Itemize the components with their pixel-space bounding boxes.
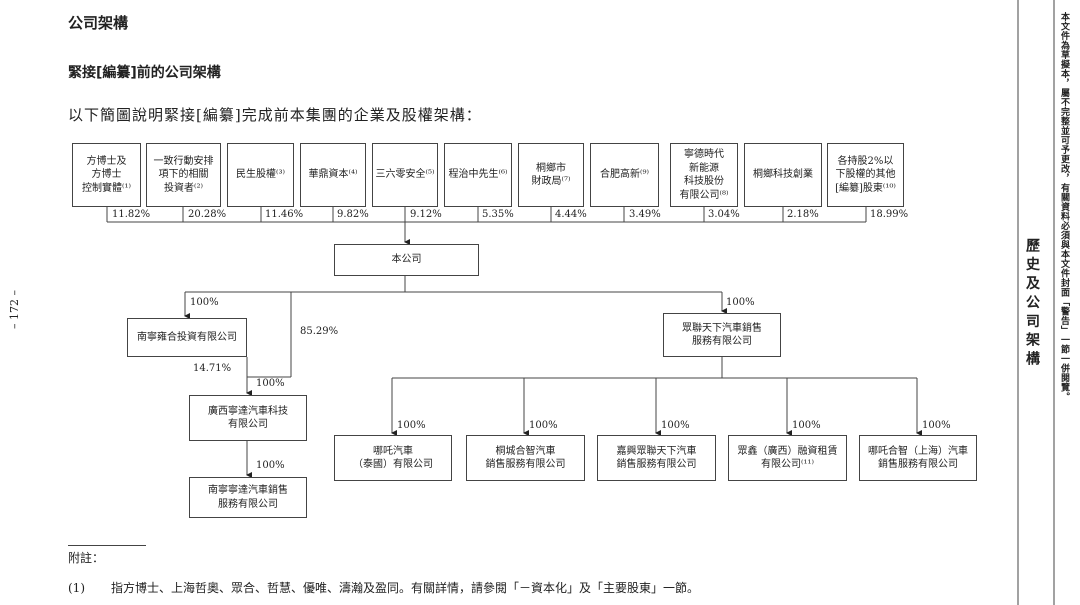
shareholder-box: 三六零安全⁽⁵⁾ (372, 143, 438, 207)
section-heading: 公司架構 (68, 14, 129, 32)
shareholding-pct: 5.35% (482, 209, 514, 220)
shareholder-box: 桐鄉市 財政局⁽⁷⁾ (518, 143, 584, 207)
subsidiary-box: 眾鑫（廣西）融資租賃 有限公司⁽¹¹⁾ (728, 435, 847, 481)
company-box: 本公司 (334, 244, 479, 276)
notes-divider (68, 545, 146, 546)
notes-label: 附註： (68, 551, 105, 565)
ownership-pct: 100% (661, 420, 690, 431)
intro-text: 以下簡圖說明緊接[編纂]完成前本集團的企業及股權架構： (68, 106, 482, 124)
shareholding-pct: 18.99% (870, 209, 909, 220)
note-number: (1) (68, 581, 85, 595)
shareholding-pct: 9.82% (337, 209, 369, 220)
shareholder-box: 程治中先生⁽⁶⁾ (444, 143, 512, 207)
shareholder-box: 桐鄉科技創業 (744, 143, 822, 207)
ownership-pct: 100% (529, 420, 558, 431)
subsidiary-box: 嘉興眾聯天下汽車 銷售服務有限公司 (597, 435, 716, 481)
draft-warning: 本文件為草擬本，屬不完整並可予更改，有關資料必須與本文件封面「警告」一節一併閱覽… (1059, 12, 1069, 402)
ownership-pct: 100% (256, 378, 285, 389)
subsidiary-box: 哪吒汽車 （泰國）有限公司 (334, 435, 452, 481)
subsidiary-box: 桐城合智汽車 銷售服務有限公司 (466, 435, 585, 481)
ownership-pct: 100% (190, 297, 219, 308)
shareholder-box: 各持股2%以 下股權的其他 [編纂]股東⁽¹⁰⁾ (827, 143, 904, 207)
shareholder-box: 合肥高新⁽⁹⁾ (590, 143, 659, 207)
shareholding-pct: 4.44% (555, 209, 587, 220)
note-text: 指方博士、上海哲奧、眾合、哲慧、優唯、濤瀚及盈同。有關詳情，請參閱「－資本化」及… (111, 581, 700, 595)
ownership-pct: 100% (726, 297, 755, 308)
subsidiary-box: 南寧雍合投資有限公司 (127, 318, 247, 357)
subsidiary-box: 哪吒合智（上海）汽車 銷售服務有限公司 (859, 435, 977, 481)
note-item: (1) 指方博士、上海哲奧、眾合、哲慧、優唯、濤瀚及盈同。有關詳情，請參閱「－資本… (68, 579, 725, 596)
subsidiary-box: 眾聯天下汽車銷售 服務有限公司 (663, 313, 781, 357)
ownership-pct: 100% (922, 420, 951, 431)
ownership-pct: 100% (256, 460, 285, 471)
shareholder-box: 方博士及 方博士 控制實體⁽¹⁾ (72, 143, 141, 207)
shareholder-box: 寧德時代 新能源 科技股份 有限公司⁽⁸⁾ (670, 143, 738, 207)
shareholder-box: 民生股權⁽³⁾ (227, 143, 294, 207)
ownership-pct: 100% (792, 420, 821, 431)
side-section-title: 歷 史 及 公 司 架 構 (1024, 238, 1040, 366)
subsidiary-box: 南寧寧達汽車銷售 服務有限公司 (189, 477, 307, 518)
shareholding-pct: 3.49% (629, 209, 661, 220)
page-number: – 172 – (8, 290, 21, 329)
shareholding-pct: 11.46% (265, 209, 304, 220)
shareholding-pct: 11.82% (112, 209, 151, 220)
shareholding-pct: 9.12% (410, 209, 442, 220)
shareholding-pct: 20.28% (188, 209, 227, 220)
ownership-pct: 85.29% (300, 326, 339, 337)
shareholder-box: 一致行動安排 項下的相關 投資者⁽²⁾ (146, 143, 221, 207)
subsection-heading: 緊接[編纂]前的公司架構 (68, 65, 221, 81)
shareholder-box: 華鼎資本⁽⁴⁾ (300, 143, 366, 207)
ownership-pct: 100% (397, 420, 426, 431)
ownership-pct: 14.71% (193, 363, 232, 374)
subsidiary-box: 廣西寧達汽車科技 有限公司 (189, 395, 307, 441)
shareholding-pct: 2.18% (787, 209, 819, 220)
shareholding-pct: 3.04% (708, 209, 740, 220)
